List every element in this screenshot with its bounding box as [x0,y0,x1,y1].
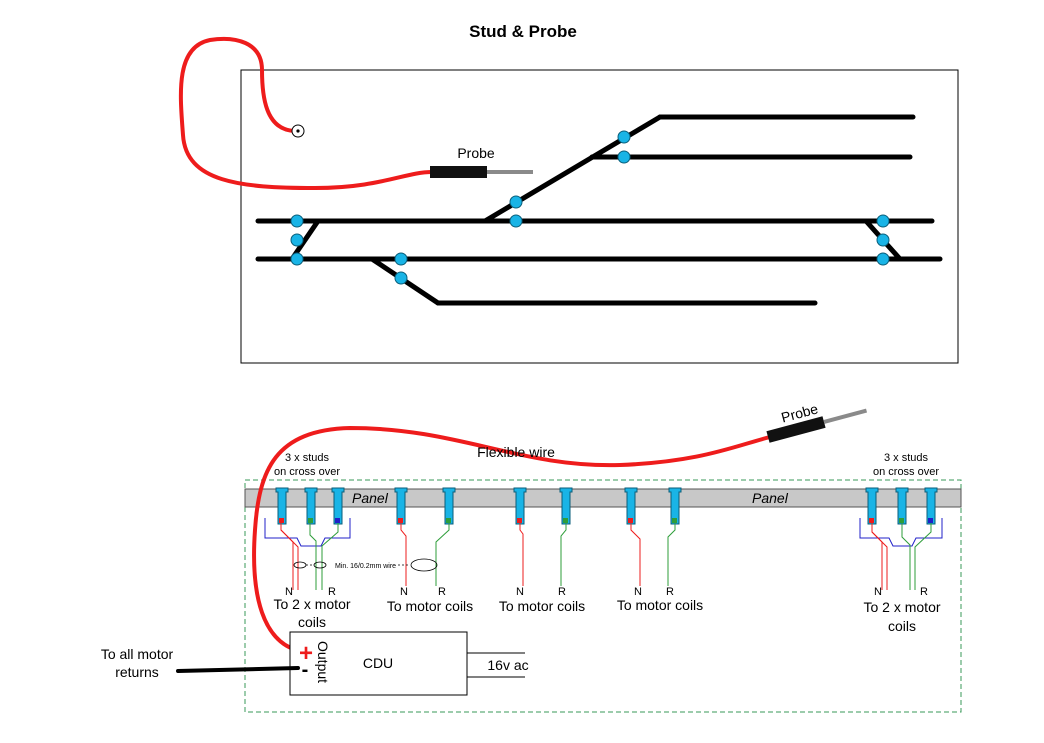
panel-label-left: Panel [352,490,389,506]
stud[interactable] [509,195,523,209]
normal-label: N [516,586,524,598]
flexible-wire [252,425,772,652]
cdu-unit [289,631,468,696]
probe-bottom[interactable]: Probe [762,388,868,443]
flexible-wire-label: Flexible wire [477,444,555,460]
stud[interactable] [394,271,408,285]
control-panel-bar [244,488,962,508]
returns-line2: returns [115,664,159,680]
crossover-bracket-right [859,518,943,547]
coils-left-line2: coils [298,614,326,630]
coils-label: To motor coils [387,598,473,614]
stud[interactable] [394,252,408,266]
studs-right-line2: on cross over [873,466,939,478]
track-plan-panel [240,69,959,364]
normal-label: N [285,586,293,598]
panel-studs [275,487,938,525]
panel-stud[interactable] [304,487,318,525]
probe-body-bottom[interactable] [766,416,826,443]
supply-label: 16v ac [487,657,528,673]
panel-stud[interactable] [624,487,638,525]
enclosure-outline [244,479,962,713]
panel-stud[interactable] [895,487,909,525]
probe-wire-top [178,36,434,191]
crossover-bracket-left [264,518,351,547]
panel-stud[interactable] [394,487,408,525]
track-studs [290,130,890,285]
panel-stud[interactable] [559,487,573,525]
studs-right-line1: 3 x studs [884,452,929,464]
stud[interactable] [509,214,523,228]
returns-line1: To all motor [101,646,174,662]
studs-left-line2: on cross over [274,466,340,478]
probe-tip-bottom [823,408,868,424]
stud[interactable] [290,233,304,247]
coils-left-line1: To 2 x motor [273,596,350,612]
plus-terminal: + [299,640,313,667]
normal-label: N [400,586,408,598]
diagram-title: Stud & Probe [469,22,577,41]
stud[interactable] [876,214,890,228]
track-plan [255,114,943,306]
reverse-label: R [438,586,446,598]
panel-stud[interactable] [442,487,456,525]
output-label: Output [315,641,331,683]
coils-label: To motor coils [499,598,585,614]
stud[interactable] [876,252,890,266]
panel-label-right: Panel [752,490,789,506]
wire-spec-annotation: Min. 16/0.2mm wire [293,558,438,572]
cdu-label: CDU [363,655,393,671]
stud[interactable] [617,130,631,144]
stud[interactable] [290,252,304,266]
probe-body-top[interactable] [430,166,487,178]
panel-stud[interactable] [865,487,879,525]
reverse-label: R [920,586,928,598]
panel-stud[interactable] [275,487,289,525]
coils-right-line2: coils [888,618,916,634]
normal-label: N [634,586,642,598]
reverse-label: R [666,586,674,598]
stud[interactable] [617,150,631,164]
panel-stud[interactable] [331,487,345,525]
reverse-label: R [558,586,566,598]
panel-stud[interactable] [513,487,527,525]
minus-terminal: - [302,659,309,681]
coils-label: To motor coils [617,597,703,613]
coil-wires [280,523,932,590]
panel-stud[interactable] [668,487,682,525]
reverse-label: R [328,586,336,598]
coil-labels: N R N R N R N R N R [285,586,928,598]
probe-label-top: Probe [457,145,495,161]
studs-left-line1: 3 x studs [285,452,330,464]
stud[interactable] [290,214,304,228]
normal-label: N [874,586,882,598]
stud[interactable] [876,233,890,247]
return-wire [176,666,300,673]
wire-spec-label: Min. 16/0.2mm wire [335,563,396,570]
coils-right-line1: To 2 x motor [863,599,940,615]
panel-stud[interactable] [924,487,938,525]
